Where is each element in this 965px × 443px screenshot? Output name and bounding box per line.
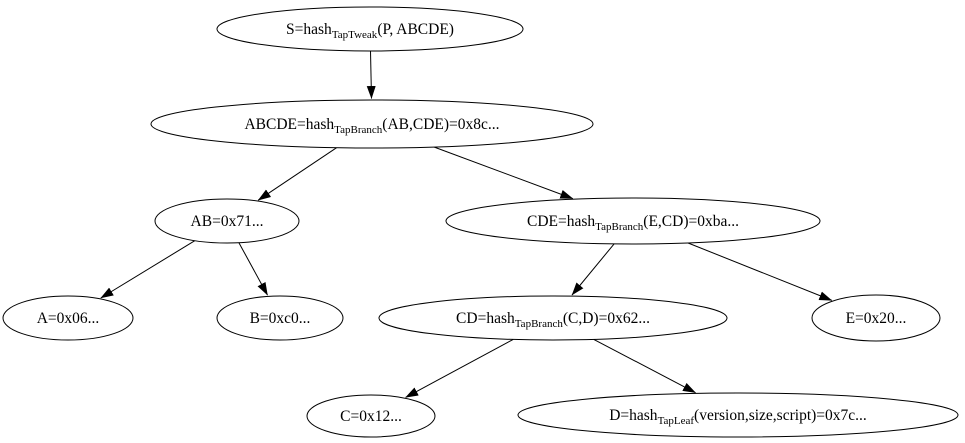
node-A: A=0x06...: [2, 295, 134, 341]
node-label-text: CDE=hash: [527, 213, 595, 230]
node-ellipse-AB: [154, 198, 300, 244]
node-label-text: CD=hash: [456, 310, 515, 327]
edge-CDE-E: [687, 242, 833, 301]
node-ellipse-CDE: [445, 197, 821, 245]
node-label-B: B=0xc0...: [250, 310, 311, 327]
node-ellipse-C: [306, 394, 436, 438]
edges-layer: [100, 50, 833, 398]
node-label-text: AB=0x71...: [191, 213, 264, 230]
node-ellipse-CD: [378, 295, 728, 341]
node-label-text: C=0x12...: [340, 408, 402, 425]
node-label-text: D=hash: [609, 407, 658, 424]
node-label-S: S=hashTapTweak(P, ABCDE): [286, 21, 454, 41]
node-E: E=0x20...: [811, 294, 941, 342]
node-ellipse-ABCDE: [150, 99, 594, 149]
edge-CD-C: [405, 338, 514, 398]
node-label-ABCDE: ABCDE=hashTapBranch(AB,CDE)=0x8c...: [244, 116, 499, 136]
edge-CDE-CD: [571, 243, 615, 296]
node-label-text: (AB,CDE)=0x8c...: [382, 116, 499, 133]
edge-CD-D: [593, 338, 696, 394]
node-ellipse-D: [517, 392, 959, 438]
node-CD: CD=hashTapBranch(C,D)=0x62...: [378, 295, 728, 341]
node-label-E: E=0x20...: [846, 310, 907, 327]
node-label-text: (P, ABCDE): [377, 21, 454, 38]
node-label-A: A=0x06...: [37, 310, 100, 327]
node-S: S=hashTapTweak(P, ABCDE): [216, 6, 524, 52]
node-ellipse-E: [811, 294, 941, 342]
node-label-D: D=hashTapLeaf(version,size,script)=0x7c.…: [609, 407, 867, 427]
node-label-CDE: CDE=hashTapBranch(E,CD)=0xba...: [527, 213, 739, 233]
node-label-subscript: TapBranch: [334, 124, 383, 136]
node-CDE: CDE=hashTapBranch(E,CD)=0xba...: [445, 197, 821, 245]
edge-AB-B: [238, 242, 268, 296]
node-label-subscript: TapBranch: [515, 318, 564, 330]
node-C: C=0x12...: [306, 394, 436, 438]
node-label-text: S=hash: [286, 21, 332, 38]
node-label-text: E=0x20...: [846, 310, 907, 327]
node-label-CD: CD=hashTapBranch(C,D)=0x62...: [456, 310, 650, 330]
edge-ABCDE-CDE: [433, 146, 574, 200]
node-ellipse-A: [2, 295, 134, 341]
nodes-layer: S=hashTapTweak(P, ABCDE)ABCDE=hashTapBra…: [2, 6, 959, 438]
node-label-AB: AB=0x71...: [191, 213, 264, 230]
node-label-subscript: TapBranch: [595, 221, 644, 233]
node-label-C: C=0x12...: [340, 408, 402, 425]
node-ellipse-B: [216, 295, 344, 341]
node-label-text: (C,D)=0x62...: [563, 310, 650, 327]
edge-S-ABCDE: [366, 50, 376, 99]
node-ABCDE: ABCDE=hashTapBranch(AB,CDE)=0x8c...: [150, 99, 594, 149]
node-AB: AB=0x71...: [154, 198, 300, 244]
node-label-text: B=0xc0...: [250, 310, 311, 327]
node-D: D=hashTapLeaf(version,size,script)=0x7c.…: [517, 392, 959, 438]
node-label-text: A=0x06...: [37, 310, 100, 327]
edge-AB-A: [100, 240, 196, 299]
node-label-subscript: TapTweak: [332, 29, 378, 41]
node-label-text: ABCDE=hash: [244, 116, 334, 133]
edge-ABCDE-AB: [257, 147, 337, 201]
node-label-subscript: TapLeaf: [658, 415, 695, 427]
node-ellipse-S: [216, 6, 524, 52]
node-label-text: (E,CD)=0xba...: [643, 213, 739, 230]
node-label-text: (version,size,script)=0x7c...: [694, 407, 867, 424]
node-B: B=0xc0...: [216, 295, 344, 341]
